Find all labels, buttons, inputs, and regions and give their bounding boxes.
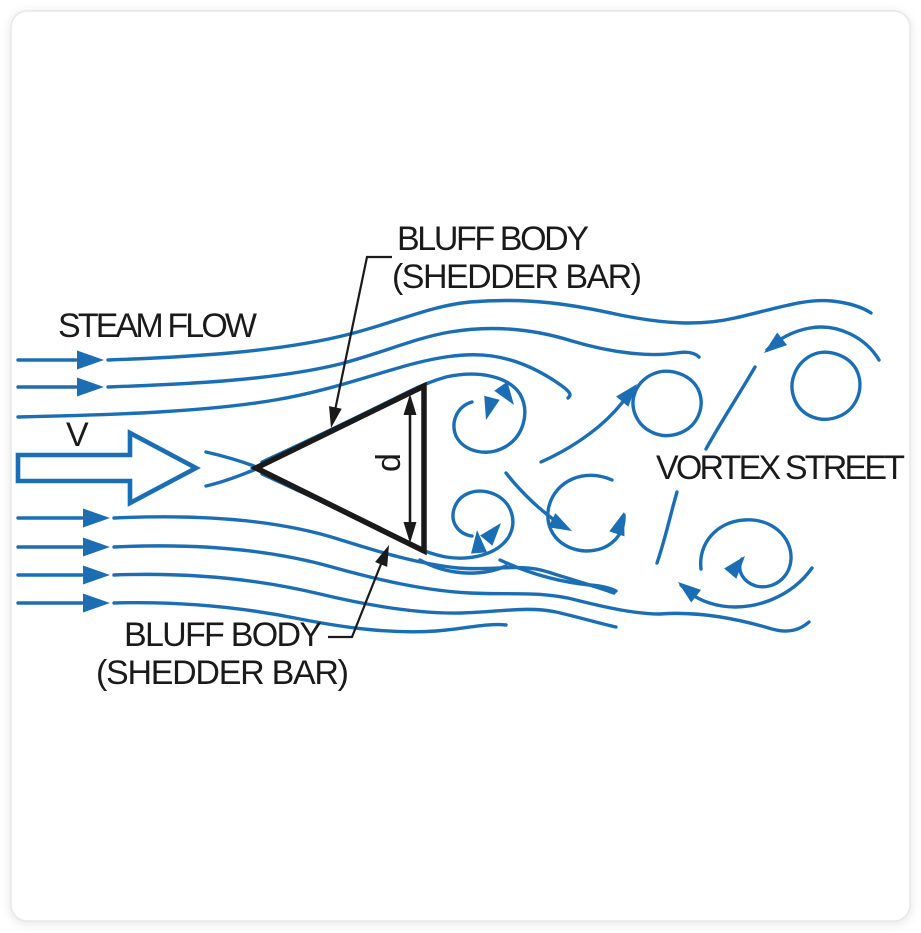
streamline [204, 450, 256, 468]
streamline [112, 600, 508, 634]
inlet-streamlines-bottom [16, 508, 811, 634]
vortex-swirl [631, 369, 703, 438]
streamline [655, 490, 679, 565]
bluff-body-bottom-label-line1: BLUFF BODY [124, 616, 323, 654]
stagnation-streamlines [204, 450, 256, 488]
mid-wake-vortices [498, 369, 703, 593]
vortex-swirl [790, 350, 862, 421]
streamline [204, 468, 256, 488]
diagram-card [10, 10, 911, 922]
dimension-arrow-d [403, 394, 417, 543]
streamline [112, 544, 811, 633]
vortex-swirl [546, 473, 626, 553]
streamline [106, 326, 701, 389]
streamline [498, 558, 618, 593]
bluff-body-bottom-label-line2: (SHEDDER BAR) [96, 654, 350, 692]
leader-top [324, 255, 392, 430]
vortex-street-label: VORTEX STREET [656, 449, 906, 487]
bluff-body-top-label-line2: (SHEDDER BAR) [392, 258, 643, 296]
steam-flow-label: STEAM FLOW [58, 307, 258, 345]
inlet-streamlines-top [16, 298, 873, 419]
leader-bottom [328, 542, 396, 639]
dimension-label: d [370, 452, 408, 472]
streamline [112, 572, 618, 629]
streamline [418, 558, 508, 575]
velocity-arrow [15, 429, 201, 507]
bluff-body-triangle [249, 381, 427, 556]
vortex-swirl [699, 518, 793, 589]
streamline [704, 365, 757, 451]
velocity-label: V [66, 416, 90, 454]
streamline [16, 353, 572, 419]
bluff-body-top-label-line1: BLUFF BODY [397, 220, 590, 258]
vortex-street-right [655, 325, 881, 609]
streamline [106, 298, 873, 362]
